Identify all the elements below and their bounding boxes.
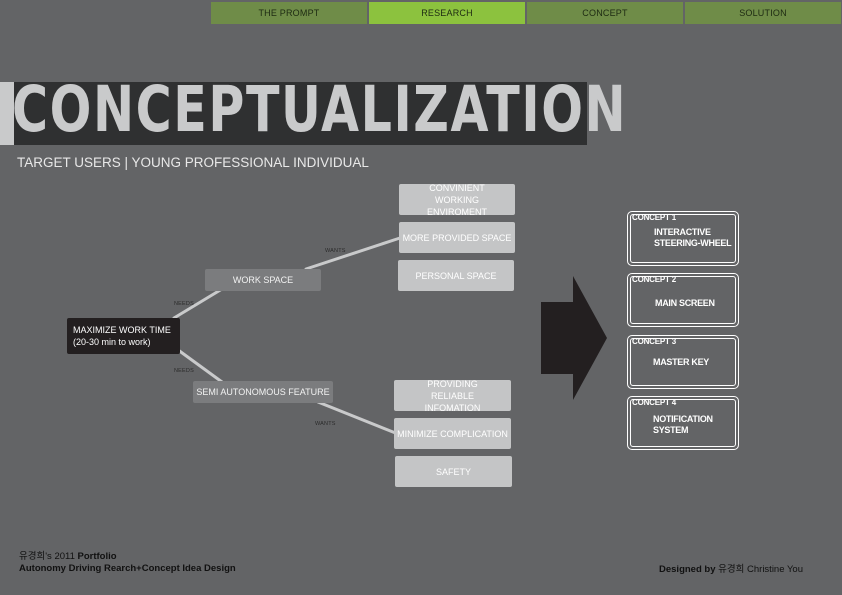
concept-card-3-number: CONCEPT 3 (632, 337, 676, 346)
node-convenient-working-environment-label: CONVINIENT WORKING ENVIROMENT (426, 182, 487, 217)
root-node-line2: (20-30 min to work) (73, 337, 151, 347)
node-minimize-complication-label: MINIMIZE COMPLICATION (397, 428, 508, 439)
tab-research[interactable]: RESEARCH (369, 2, 525, 24)
footer-designer-credit: Designed by 유경희 Christine You (659, 561, 803, 575)
connector-root-workspace (172, 287, 224, 320)
top-navigation: THE PROMPT RESEARCH CONCEPT SOLUTION (211, 2, 842, 24)
concept-card-2-title: MAIN SCREEN (655, 298, 715, 309)
connector-root-semiauto (172, 345, 224, 384)
footer-designed-by-label: Designed by (659, 564, 716, 575)
root-node-line1: MAXIMIZE WORK TIME (73, 325, 171, 335)
root-node-maximize-work-time: MAXIMIZE WORK TIME (20-30 min to work) (67, 318, 180, 354)
arrow-right-icon (541, 276, 607, 400)
node-work-space: WORK SPACE (205, 269, 321, 291)
concept-card-3-title-line1: MASTER KEY (653, 357, 710, 367)
footer-portfolio-year: 's 2011 (45, 551, 75, 562)
node-personal-space: PERSONAL SPACE (398, 260, 514, 291)
node-providing-reliable-information: PROVIDING RELIABLE INFOMATION (394, 378, 511, 413)
node-more-provided-space: MORE PROVIDED SPACE (399, 222, 515, 253)
node-semi-autonomous-feature: SEMI AUTONOMOUS FEATURE (193, 381, 333, 403)
node-semi-autonomous-label: SEMI AUTONOMOUS FEATURE (196, 387, 330, 397)
wants-label-top: WANTS (325, 248, 346, 254)
page-subtitle: TARGET USERS | YOUNG PROFESSIONAL INDIVI… (17, 155, 369, 170)
node-personal-space-label: PERSONAL SPACE (415, 270, 497, 281)
needs-label-bottom: NEEDS (174, 368, 194, 374)
concept-card-1-title: INTERACTIVE STEERING-WHEEL (654, 227, 732, 249)
concept-card-4[interactable]: CONCEPT 4 NOTIFICATION SYSTEM (627, 396, 739, 450)
concept-card-4-title-line2: SYSTEM (653, 425, 689, 435)
concept-card-1-number: CONCEPT 1 (632, 213, 676, 222)
node-safety: SAFETY (395, 456, 512, 487)
node-providing-reliable-information-label: PROVIDING RELIABLE INFOMATION (424, 378, 481, 413)
node-convenient-working-environment: CONVINIENT WORKING ENVIROMENT (399, 182, 515, 217)
needs-label-top: NEEDS (174, 301, 194, 307)
title-banner-accent (0, 82, 14, 145)
concept-card-4-title: NOTIFICATION SYSTEM (653, 414, 713, 436)
concept-card-2-number: CONCEPT 2 (632, 275, 676, 284)
footer-portfolio-info: 유경희's 2011 Portfolio Autonomy Driving Re… (19, 551, 236, 575)
footer-designer-en: Christine You (747, 564, 803, 575)
node-safety-label: SAFETY (435, 466, 471, 477)
concept-card-1-title-line2: STEERING-WHEEL (654, 238, 732, 248)
concept-card-2-title-line1: MAIN SCREEN (655, 298, 715, 308)
footer-project-title: Autonomy Driving Rearch+Concept Idea Des… (19, 563, 236, 574)
tab-the-prompt[interactable]: THE PROMPT (211, 2, 367, 24)
concept-card-1-title-line1: INTERACTIVE (654, 227, 711, 237)
concept-card-3-title: MASTER KEY (653, 357, 709, 368)
node-minimize-complication: MINIMIZE COMPLICATION (394, 418, 511, 449)
footer-author-ko: 유경희 (19, 551, 46, 562)
concept-card-4-number: CONCEPT 4 (632, 398, 676, 407)
concept-card-3[interactable]: CONCEPT 3 MASTER KEY (627, 335, 739, 389)
concept-card-2[interactable]: CONCEPT 2 MAIN SCREEN (627, 273, 739, 327)
footer-portfolio-line: 유경희's 2011 Portfolio (19, 551, 236, 563)
tab-solution[interactable]: SOLUTION (685, 2, 841, 24)
title-banner (0, 82, 587, 145)
concept-card-4-title-line1: NOTIFICATION (653, 414, 713, 424)
footer-designer-ko: 유경희 (718, 564, 745, 575)
connector-workspace-wants (304, 236, 402, 271)
node-more-provided-space-label: MORE PROVIDED SPACE (402, 232, 512, 243)
wants-label-bottom: WANTS (315, 421, 336, 427)
connector-semiauto-wants (316, 400, 400, 436)
tab-concept[interactable]: CONCEPT (527, 2, 683, 24)
concept-card-1[interactable]: CONCEPT 1 INTERACTIVE STEERING-WHEEL (627, 211, 739, 266)
footer-portfolio-word: Portfolio (77, 551, 117, 562)
node-work-space-label: WORK SPACE (232, 275, 294, 285)
